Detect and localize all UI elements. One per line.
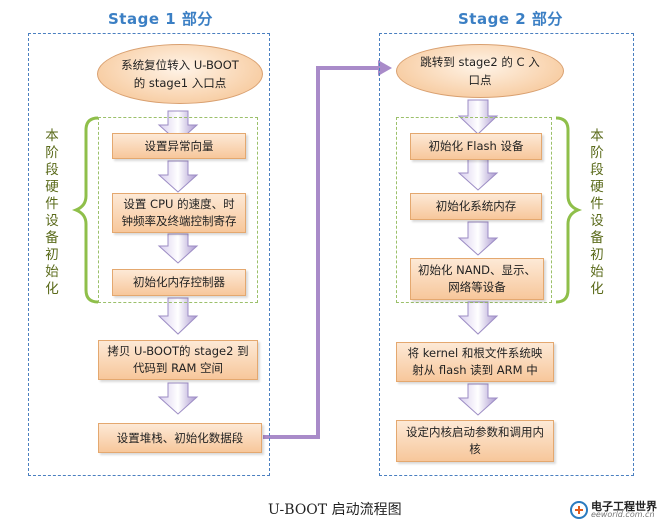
stage2-step-5: 设定内核启动参数和调用内核 xyxy=(396,420,554,462)
stage1-step-4: 拷贝 U-BOOT的 stage2 到代码到 RAM 空间 xyxy=(98,340,258,380)
down-arrow-icon xyxy=(457,383,499,416)
stage2-hw-init-label: 本阶段硬件设备初始化 xyxy=(590,128,604,297)
down-arrow-icon xyxy=(157,297,199,335)
logo-mark-icon xyxy=(570,501,588,519)
stage1-step-5: 设置堆栈、初始化数据段 xyxy=(98,423,262,453)
stage1-hw-init-group xyxy=(98,117,258,303)
down-arrow-icon xyxy=(157,160,199,193)
stage2-step-1: 初始化 Flash 设备 xyxy=(410,133,542,160)
stage2-step-3: 初始化 NAND、显示、网络等设备 xyxy=(410,258,544,300)
stage2-title: Stage 2 部分 xyxy=(458,10,563,28)
down-arrow-icon xyxy=(457,221,499,256)
stage1-container xyxy=(28,33,270,476)
stage2-step-4: 将 kernel 和根文件系统映射从 flash 读到 ARM 中 xyxy=(396,342,554,382)
logo-sub-text: eeworld.com.cn xyxy=(591,510,655,519)
stage-connector-arrow xyxy=(263,60,392,439)
figure-caption: U-BOOT 启动流程图 xyxy=(268,502,402,518)
down-arrow-icon xyxy=(157,233,199,264)
stage1-step-3: 初始化内存控制器 xyxy=(112,269,246,296)
stage1-hw-init-label: 本阶段硬件设备初始化 xyxy=(45,128,59,297)
stage2-step-2: 初始化系统内存 xyxy=(410,193,542,220)
stage1-title: Stage 1 部分 xyxy=(108,10,213,28)
down-arrow-icon xyxy=(457,301,499,335)
stage2-entry-node: 跳转到 stage2 的 C 入口点 xyxy=(396,44,564,98)
stage2-container xyxy=(379,33,634,476)
stage2-hw-init-group xyxy=(396,117,552,303)
stage1-step-1: 设置异常向量 xyxy=(112,133,246,159)
logo-main-text: 电子工程世界 xyxy=(591,500,657,513)
left-brace xyxy=(71,116,99,304)
right-brace xyxy=(555,116,583,304)
stage1-step-2: 设置 CPU 的速度、时钟频率及终端控制寄存 xyxy=(112,193,246,233)
down-arrow-icon xyxy=(157,382,199,415)
down-arrow-icon xyxy=(457,158,499,191)
stage1-entry-node: 系统复位转入 U-BOOT 的 stage1 入口点 xyxy=(97,44,263,104)
eeworld-logo: 电子工程世界 eeworld.com.cn xyxy=(569,498,659,522)
